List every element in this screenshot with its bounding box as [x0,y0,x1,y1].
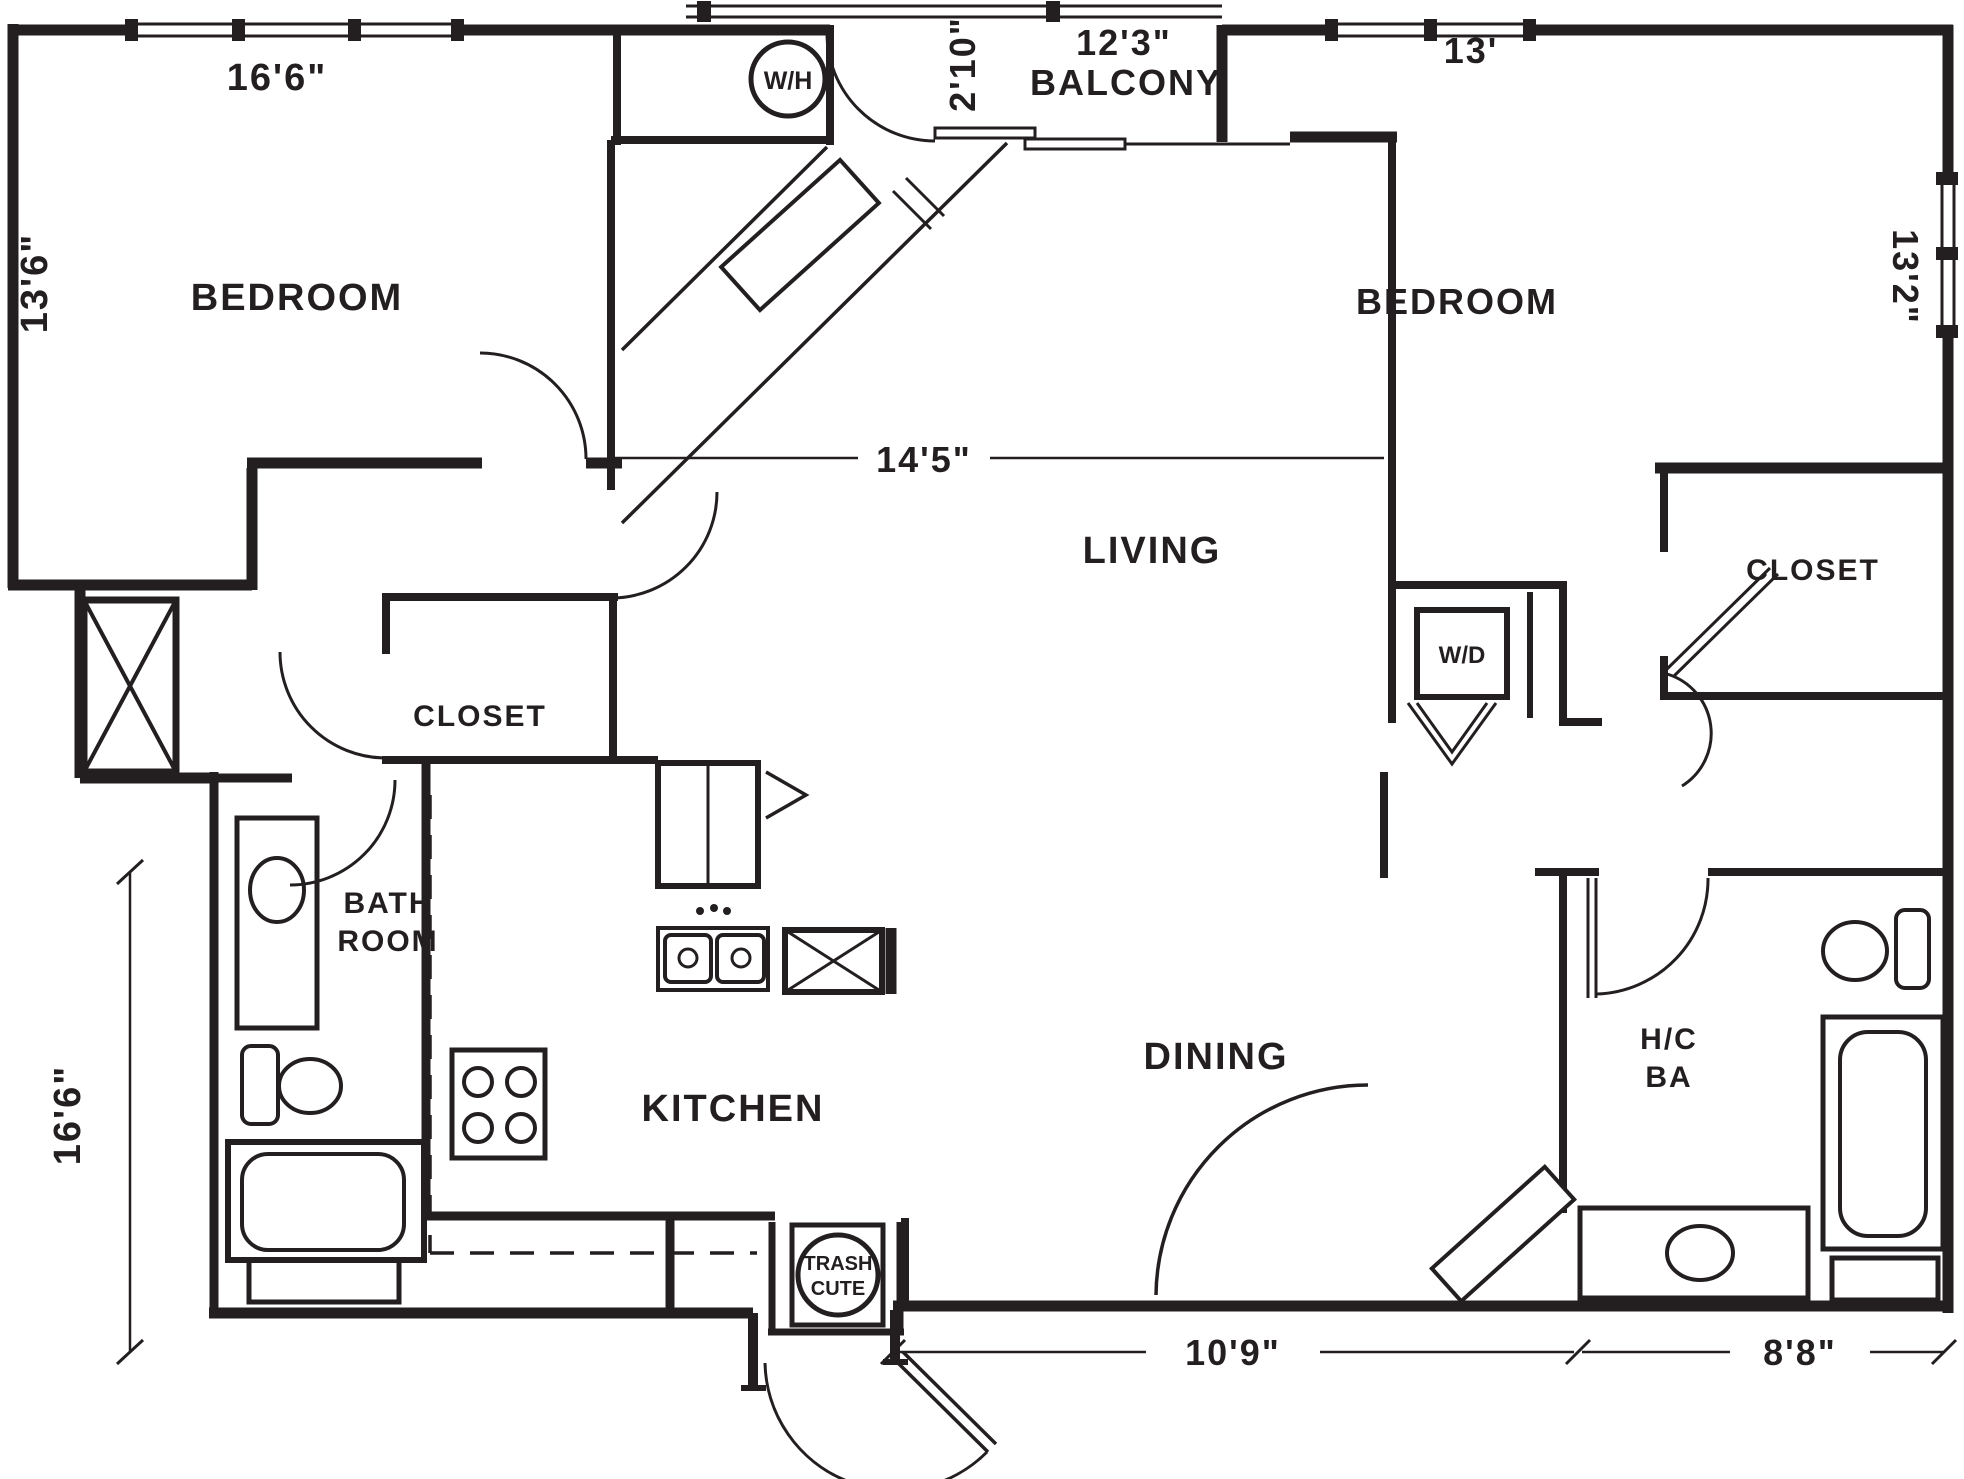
exterior-walls [7,24,1954,1319]
room-label-bedroom-left: BEDROOM [191,277,403,319]
windows [125,1,1958,338]
interior-walls [209,25,1953,1391]
water-heater: W/H [748,39,828,119]
tub-cabinet-icon [246,1257,402,1305]
water-heater-label: W/H [764,67,813,95]
room-label-bath-line1: BATH [343,887,432,920]
counter-edge [428,795,757,1255]
closet-left-label: CLOSET [413,700,547,733]
balcony-sliding-door-icon [933,126,1290,151]
sink-icon [248,856,306,924]
bedroom-right-window-icon [1325,19,1536,41]
trash-chute: TRASH CUTE [768,1222,904,1336]
toilet-tank-icon [240,1044,280,1126]
kitchen-sink-icon [656,904,770,992]
fireplace-icon [620,141,1009,525]
closet-right-label: CLOSET [1746,554,1880,587]
dining-hall-door [1154,1083,1578,1305]
entry-door [763,1350,998,1479]
sink-icon [1665,1224,1735,1282]
balcony-railing-icon [686,1,1222,22]
kitchen-fixtures [428,760,897,1255]
dim-balcony-width: 12'3" [1076,22,1172,63]
dim-bedroom-right-depth: 13'2" [1885,229,1926,325]
toilet-bowl-icon [1821,920,1889,982]
bathroom-fixtures [225,815,427,1305]
dim-dining-width: 10'9" [1185,1332,1281,1373]
refrigerator-icon [782,927,885,995]
washer-dryer-bifold-icon [1406,702,1498,767]
washer-dryer: W/D [1414,607,1510,700]
room-label-dining: DINING [1144,1036,1289,1078]
bathtub-icon [1820,1014,1946,1252]
washer-dryer-label: W/D [1439,642,1486,669]
trash-chute-label-line1: TRASH [804,1253,873,1275]
dimension-lines [115,456,1958,1366]
doors [278,32,1780,1479]
dim-left-section-height: 16'6" [47,1065,89,1165]
hc-bath-fixtures [1577,908,1946,1303]
room-label-hc-bath-line1: H/C [1640,1023,1698,1056]
vanity-icon [1577,1205,1811,1301]
pantry-bifold-icon [765,770,810,820]
bath-door-arc [289,779,397,887]
room-label-balcony: BALCONY [1030,62,1222,103]
hc-bath-door [1586,877,1710,998]
toilet-tank-icon [1894,908,1931,990]
stove-icon [449,1047,548,1161]
closet-right-door [1664,566,1780,788]
room-label-bath-line2: ROOM [337,925,438,958]
shaft-icon [80,596,180,776]
pantry-icon [655,760,761,889]
labels: 16'6" BEDROOM 13'6" 2'10" 12'3" BALCONY … [14,16,1926,1373]
dim-bedroom-left-width: 16'6" [227,57,327,99]
dim-living-width: 14'5" [876,439,972,480]
room-label-living: LIVING [1083,530,1222,572]
closet-left-door-arc [278,651,387,760]
room-label-hc-bath-line2: BA [1645,1061,1692,1094]
toilet-bowl-icon [277,1057,343,1115]
bedroom-left-door-arc [479,351,588,460]
dim-bedroom-left-depth: 13'6" [14,233,56,333]
bedroom-right-side-window-icon [1936,172,1958,338]
trash-chute-label-line2: CUTE [811,1278,865,1300]
dim-bedroom-right-width: 13' [1444,30,1499,71]
room-label-kitchen: KITCHEN [642,1088,825,1130]
dim-hc-bath-width: 8'8" [1763,1332,1837,1373]
tub-cabinet-icon [1829,1255,1941,1303]
room-label-bedroom-right: BEDROOM [1356,281,1558,322]
b dedroom-left-window-icon [125,19,464,41]
water-heater-door-arc [825,32,936,143]
dim-balcony-depth: 2'10" [942,16,983,112]
vanity-icon [234,815,320,1031]
hall-living-door-arc [610,491,719,600]
